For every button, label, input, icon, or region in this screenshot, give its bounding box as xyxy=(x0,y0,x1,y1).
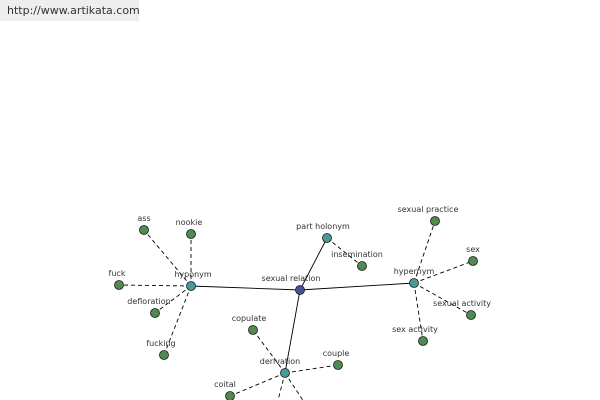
edge-derivation-copulate xyxy=(252,329,286,374)
node-sex-activity[interactable]: sex activity xyxy=(392,325,438,346)
leaf-node-dot[interactable] xyxy=(357,261,367,271)
edge-hypernym-right-sex xyxy=(413,260,474,284)
source-url[interactable]: http://www.artikata.com xyxy=(0,0,140,21)
edge-hypernym-right-sex-activity xyxy=(413,282,424,342)
leaf-node-dot[interactable] xyxy=(430,216,440,226)
edge-part-holonym-insemination xyxy=(326,237,363,267)
edge-sexual-relation-derivation xyxy=(284,289,301,374)
nodes: ass nookie fuck defloration fucking inseminat… xyxy=(109,205,491,400)
node-label-fuck[interactable]: fuck xyxy=(109,269,126,278)
edge-hyponym-left-fuck xyxy=(118,284,192,287)
node-coital[interactable]: coital xyxy=(214,380,236,400)
edge-hypernym-right-sexual-practice xyxy=(413,220,436,284)
node-label-sexual-practice[interactable]: sexual practice xyxy=(398,205,459,214)
leaf-node-dot[interactable] xyxy=(225,391,235,400)
edge-hypernym-right-sexual-activity xyxy=(413,282,472,316)
relation-node-dot[interactable] xyxy=(322,233,332,243)
relation-node-dot[interactable] xyxy=(186,281,196,291)
node-label-fucking[interactable]: fucking xyxy=(146,339,175,348)
node-fucking[interactable]: fucking xyxy=(146,339,176,360)
leaf-node-dot[interactable] xyxy=(159,350,169,360)
leaf-node-dot[interactable] xyxy=(466,310,476,320)
edge-sexual-relation-part-holonym xyxy=(299,237,328,291)
leaf-node-dot[interactable] xyxy=(248,325,258,335)
node-label-sex[interactable]: sex xyxy=(466,245,480,254)
leaf-node-dot[interactable] xyxy=(150,308,160,318)
relation-node-dot[interactable] xyxy=(280,368,290,378)
node-label-copulate[interactable]: copulate xyxy=(232,314,267,323)
node-sexual-practice[interactable]: sexual practice xyxy=(398,205,459,226)
edge-derivation-couple xyxy=(284,364,339,374)
node-nookie[interactable]: nookie xyxy=(176,218,203,239)
node-label-ass[interactable]: ass xyxy=(137,214,150,223)
node-part-holonym[interactable]: part holonym xyxy=(296,222,350,243)
node-couple[interactable]: couple xyxy=(323,349,350,370)
edge-sexual-relation-hypernym-right xyxy=(299,282,415,291)
leaf-node-dot[interactable] xyxy=(186,229,196,239)
edge-derivation-coital xyxy=(229,372,286,397)
node-label-sex-activity[interactable]: sex activity xyxy=(392,325,438,334)
node-ass[interactable]: ass xyxy=(137,214,151,235)
edge-hyponym-left-defloration xyxy=(154,285,192,314)
edge-derivation-offscreen-2 xyxy=(284,372,304,400)
node-label-insemination[interactable]: insemination xyxy=(331,250,383,259)
node-derivation[interactable]: derivation xyxy=(260,357,300,378)
node-label-sexual-activity[interactable]: sexual activity xyxy=(433,299,491,308)
center-node-dot[interactable] xyxy=(295,285,305,295)
node-defloration[interactable]: defloration xyxy=(127,297,171,318)
node-label-couple[interactable]: couple xyxy=(323,349,350,358)
node-sex[interactable]: sex xyxy=(466,245,480,266)
leaf-node-dot[interactable] xyxy=(139,225,149,235)
edge-sexual-relation-hyponym-left xyxy=(190,285,301,291)
edge-hyponym-left-fucking xyxy=(163,285,192,356)
node-label-hypernym-right[interactable]: hypernym xyxy=(394,267,435,276)
node-hyponym-left[interactable]: hyponym xyxy=(174,270,212,291)
relation-node-dot[interactable] xyxy=(409,278,419,288)
node-label-hyponym-left[interactable]: hyponym xyxy=(174,270,212,279)
node-sexual-relation[interactable]: sexual relation xyxy=(262,274,321,295)
node-label-part-holonym[interactable]: part holonym xyxy=(296,222,350,231)
node-sexual-activity[interactable]: sexual activity xyxy=(433,299,491,320)
node-hypernym-right[interactable]: hypernym xyxy=(394,267,435,288)
node-label-sexual-relation[interactable]: sexual relation xyxy=(262,274,321,283)
edges xyxy=(118,220,474,400)
node-label-defloration[interactable]: defloration xyxy=(127,297,170,306)
edge-hyponym-left-ass xyxy=(143,229,192,287)
node-label-nookie[interactable]: nookie xyxy=(176,218,203,227)
leaf-node-dot[interactable] xyxy=(468,256,478,266)
leaf-node-dot[interactable] xyxy=(333,360,343,370)
node-label-coital[interactable]: coital xyxy=(214,380,236,389)
node-fuck[interactable]: fuck xyxy=(109,269,126,290)
leaf-node-dot[interactable] xyxy=(114,280,124,290)
node-copulate[interactable]: copulate xyxy=(232,314,267,335)
node-label-derivation[interactable]: derivation xyxy=(260,357,300,366)
node-insemination[interactable]: insemination xyxy=(331,250,383,271)
leaf-node-dot[interactable] xyxy=(418,336,428,346)
